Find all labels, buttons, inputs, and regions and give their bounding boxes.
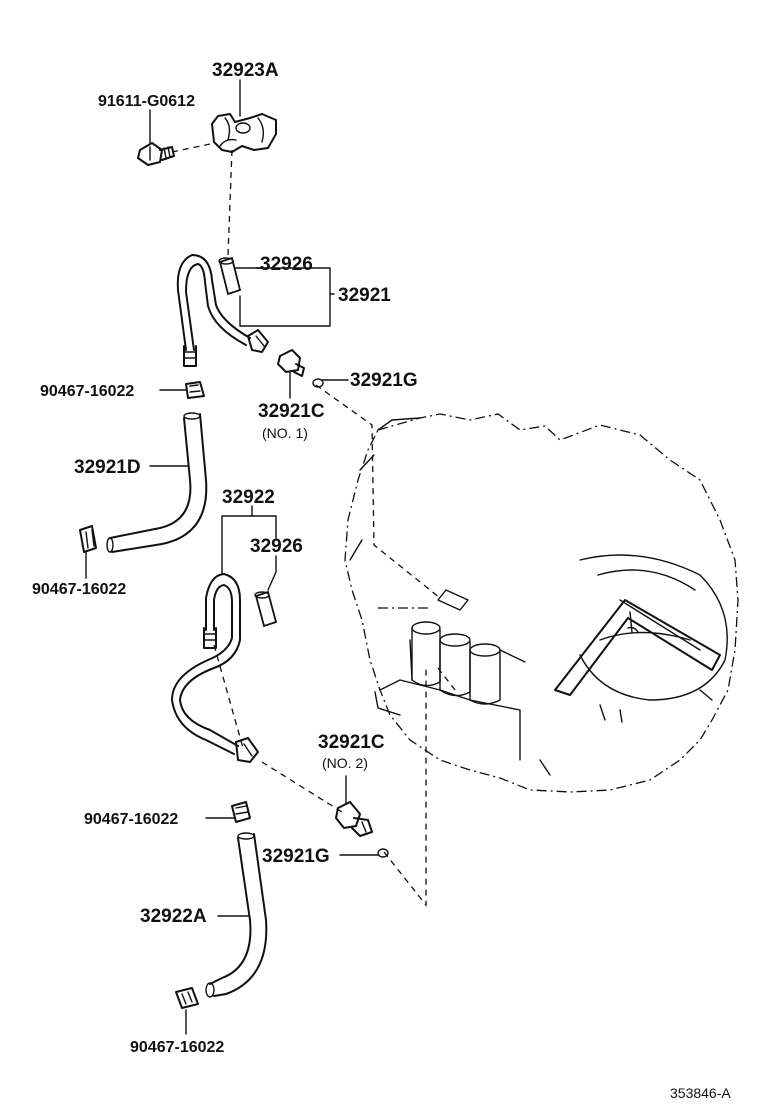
label-clip-2: 90467-16022 [32, 581, 126, 598]
label-union-2: 32921C [318, 732, 385, 753]
label-bolt: 91611-G0612 [98, 93, 195, 110]
label-cooler-tube-2: 32922 [222, 487, 275, 508]
label-union-1-note: (NO. 1) [262, 425, 308, 441]
clip-2-part [79, 525, 97, 553]
diagram-id: 353846-A [670, 1085, 731, 1101]
clip-3-part [231, 801, 251, 823]
hose-sleeve-lower [254, 590, 278, 628]
label-cooler-tube-1: 32921 [338, 285, 391, 306]
union-1-part [277, 349, 305, 377]
hose-sleeve-upper [218, 256, 242, 296]
label-hose-sleeve-upper: 32926 [260, 254, 313, 275]
valve-body-cylinders [411, 621, 501, 705]
label-hose-1: 32921D [74, 457, 141, 478]
label-clip-3: 90467-16022 [84, 811, 178, 828]
label-hose-sleeve-lower: 32926 [250, 536, 303, 557]
bracket-part [211, 113, 277, 153]
leader-lines [85, 79, 379, 1035]
hose-2-part [205, 832, 268, 998]
label-gasket-1: 32921G [350, 370, 418, 391]
label-union-2-note: (NO. 2) [322, 755, 368, 771]
transaxle-outline [344, 413, 739, 793]
hose-1-part [106, 412, 208, 553]
cooler-tube-1 [176, 254, 269, 367]
clip-1-part [185, 381, 205, 399]
label-bracket: 32923A [212, 60, 279, 81]
clip-4-part [175, 987, 199, 1009]
cooler-tube-2 [171, 573, 259, 763]
label-gasket-2: 32921G [262, 846, 330, 867]
label-union-1: 32921C [258, 401, 325, 422]
gasket-1-part [312, 378, 324, 388]
label-clip-1: 90467-16022 [40, 383, 134, 400]
gasket-2-part [377, 848, 389, 858]
label-hose-2: 32922A [140, 906, 207, 927]
label-clip-4: 90467-16022 [130, 1039, 224, 1056]
bolt-part [137, 142, 175, 166]
connection-lines [171, 143, 456, 907]
union-2-part [335, 801, 373, 837]
